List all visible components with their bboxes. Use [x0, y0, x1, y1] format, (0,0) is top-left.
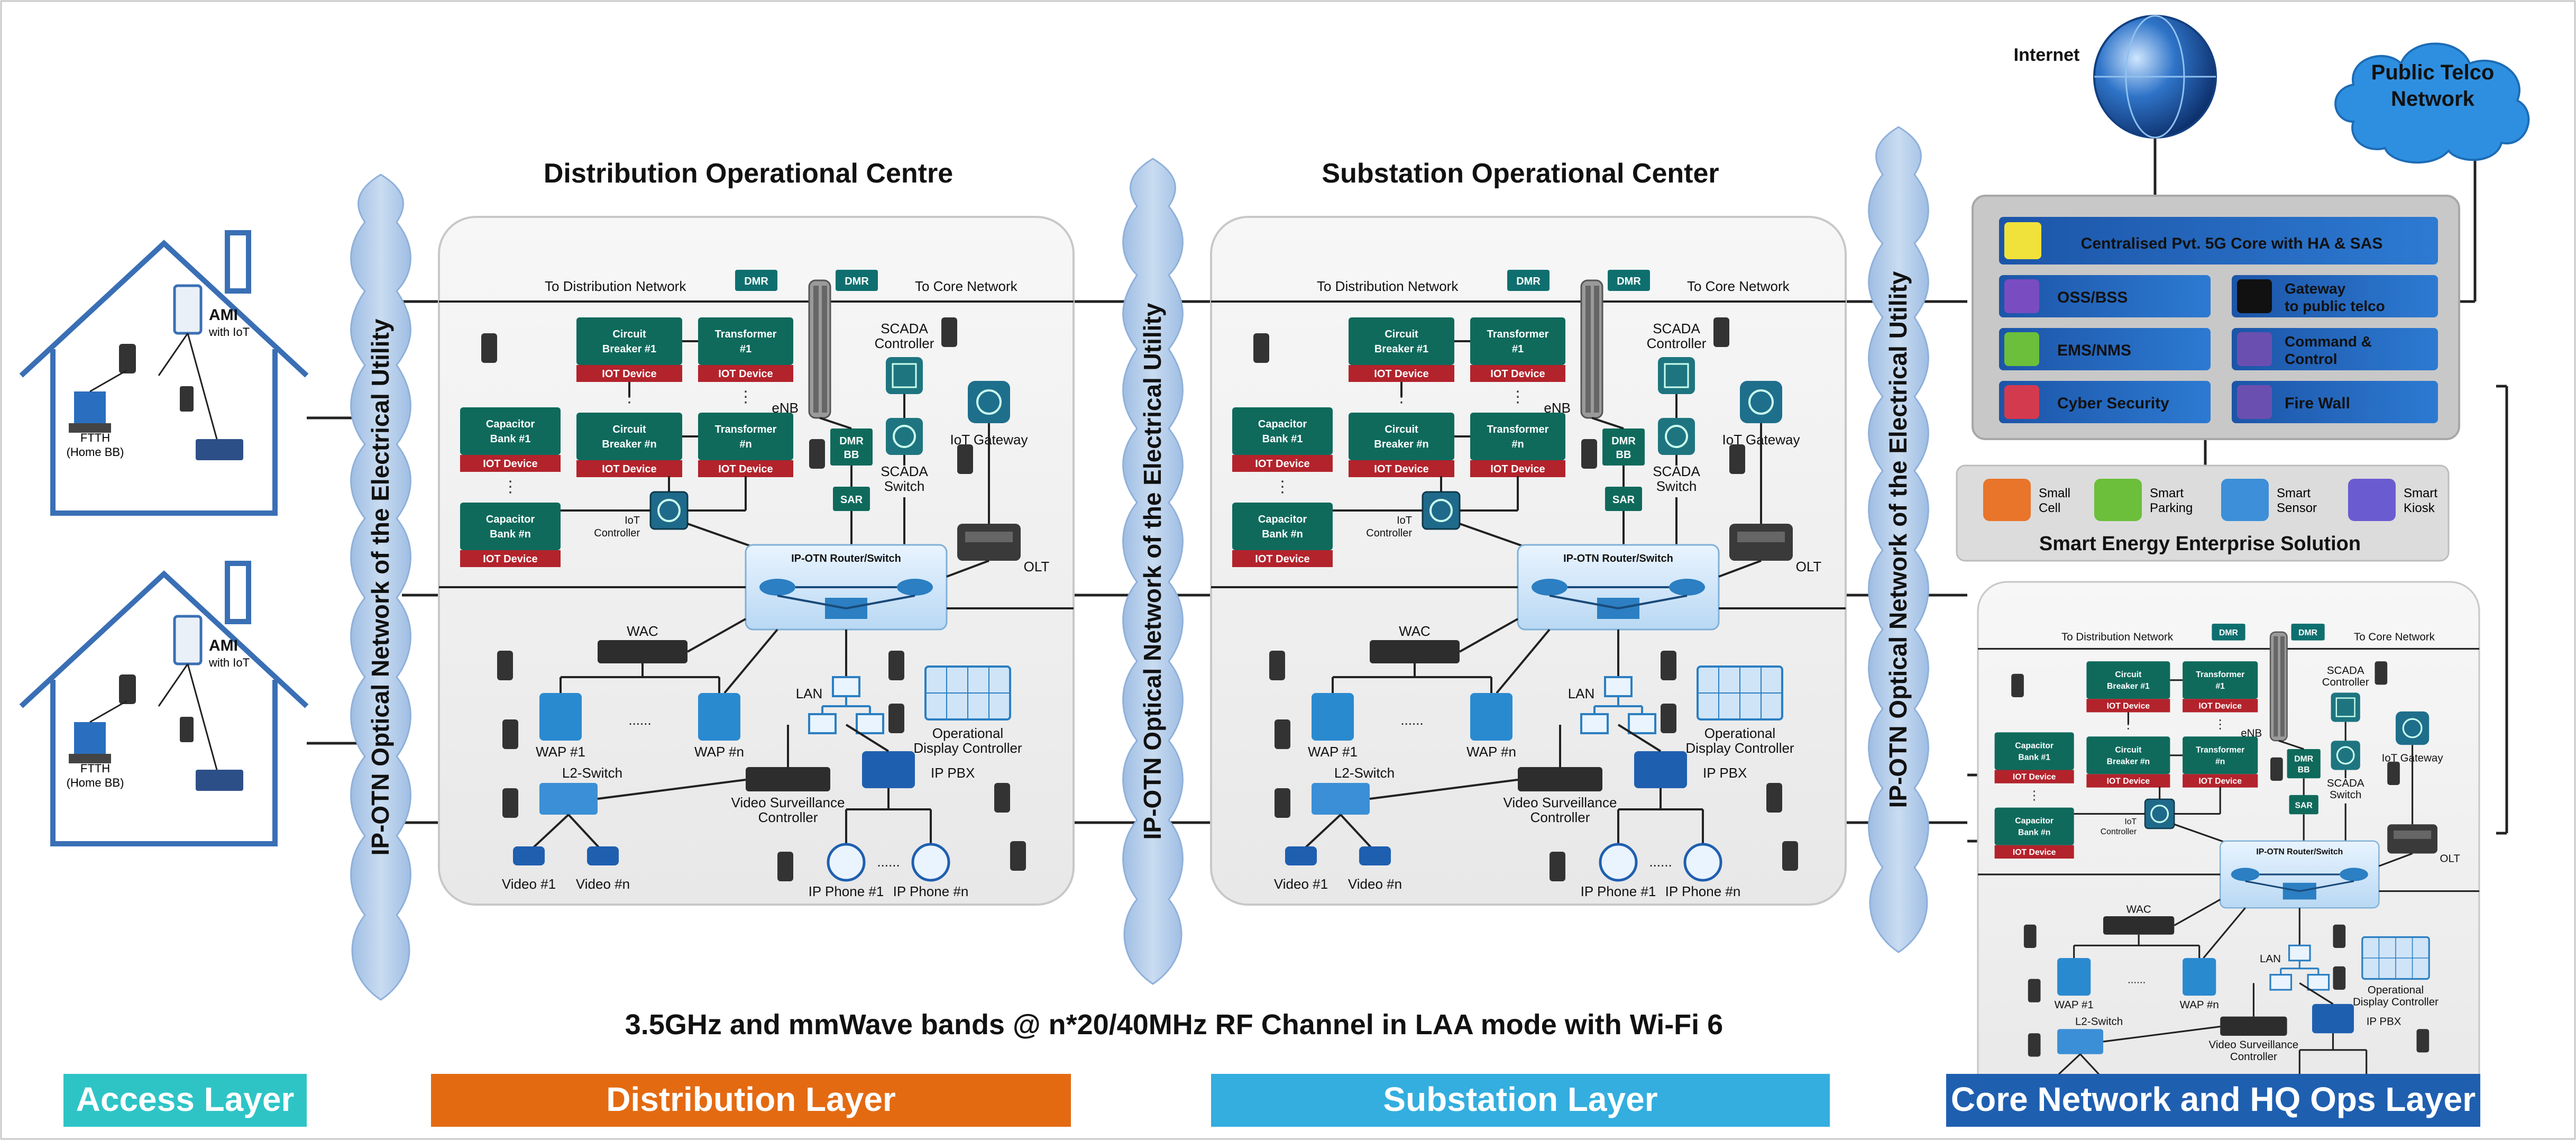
svg-text:with IoT: with IoT — [208, 656, 250, 669]
substation-centre-panel — [1211, 217, 1846, 905]
svg-text:Kiosk: Kiosk — [2404, 501, 2435, 515]
svg-text:Public Telco: Public Telco — [2371, 61, 2495, 84]
core-network-panel: Centralised Pvt. 5G Core with HA & SAS O… — [1972, 195, 2460, 440]
central-5g-core: Centralised Pvt. 5G Core with HA & SAS — [2081, 235, 2383, 252]
svg-text:IP-OTN Optical Network of the: IP-OTN Optical Network of the Electrical… — [366, 318, 394, 855]
smart-energy-panel: Small Cell Smart Parking Smart Sensor Sm… — [1956, 464, 2450, 562]
svg-text:IP-OTN Optical Network of the: IP-OTN Optical Network of the Electrical… — [1139, 303, 1166, 840]
subst-title: Substation Operational Center — [1322, 158, 1719, 189]
small-cell-icon — [1983, 479, 2031, 521]
svg-text:Smart: Smart — [2404, 486, 2437, 500]
svg-text:Network: Network — [2391, 87, 2475, 111]
svg-text:IP-OTN Optical Network of the: IP-OTN Optical Network of the Electrical… — [1884, 271, 1912, 808]
svg-text:Smart Energy Enterprise Soluti: Smart Energy Enterprise Solution — [2039, 533, 2361, 555]
dist-title: Distribution Operational Centre — [544, 158, 953, 189]
svg-text:OSS/BSS: OSS/BSS — [2057, 289, 2128, 306]
svg-text:Access Layer: Access Layer — [76, 1080, 295, 1118]
svg-text:Fire Wall: Fire Wall — [2285, 395, 2350, 412]
home-1: AMI with IoT FTTH (Home BB) — [21, 233, 307, 513]
svg-text:Control: Control — [2285, 351, 2337, 367]
smart-parking-icon — [2094, 479, 2142, 521]
svg-text:Substation Layer: Substation Layer — [1383, 1080, 1657, 1118]
svg-text:Gateway: Gateway — [2285, 280, 2346, 297]
svg-text:FTTH: FTTH — [80, 431, 110, 444]
public-telco-cloud-icon: Public Telco Network — [2334, 42, 2530, 164]
hq-ops-panel — [1977, 581, 2480, 1126]
layer-bar-access: Access Layer — [63, 1074, 307, 1127]
svg-text:(Home BB): (Home BB) — [67, 445, 124, 459]
svg-text:Core Network and HQ Ops Layer: Core Network and HQ Ops Layer — [1951, 1080, 2476, 1118]
svg-text:Cell: Cell — [2039, 501, 2060, 515]
ribbon-1: IP-OTN Optical Network of the Electrical… — [350, 174, 411, 1001]
svg-text:EMS/NMS: EMS/NMS — [2057, 342, 2131, 359]
svg-text:Parking: Parking — [2150, 501, 2193, 515]
layer-bar-core: Core Network and HQ Ops Layer — [1946, 1074, 2480, 1127]
svg-text:Small: Small — [2039, 486, 2070, 500]
svg-text:Distribution Layer: Distribution Layer — [606, 1080, 896, 1118]
ribbon-2: IP-OTN Optical Network of the Electrical… — [1122, 158, 1184, 985]
svg-text:Internet: Internet — [2014, 45, 2080, 65]
svg-text:FTTH: FTTH — [80, 762, 110, 775]
svg-text:AMI: AMI — [209, 637, 238, 654]
svg-text:Command &: Command & — [2285, 333, 2372, 350]
smart-kiosk-icon — [2348, 479, 2396, 521]
distribution-centre-panel — [439, 217, 1074, 905]
svg-text:Sensor: Sensor — [2277, 501, 2317, 515]
internet-globe-icon: Internet — [2014, 15, 2217, 139]
rf-caption: 3.5GHz and mmWave bands @ n*20/40MHz RF … — [625, 1009, 1723, 1041]
svg-text:Smart: Smart — [2277, 486, 2311, 500]
layer-bar-distribution: Distribution Layer — [431, 1074, 1071, 1127]
svg-text:Smart: Smart — [2150, 486, 2184, 500]
svg-text:with IoT: with IoT — [208, 325, 250, 339]
ribbon-3: IP-OTN Optical Network of the Electrical… — [1868, 126, 1929, 953]
home-2: AMI with IoT FTTH (Home BB) — [21, 563, 307, 844]
layer-bar-substation: Substation Layer — [1211, 1074, 1830, 1127]
svg-text:to public telco: to public telco — [2285, 298, 2385, 314]
svg-text:(Home BB): (Home BB) — [67, 776, 124, 789]
smart-sensor-icon — [2221, 479, 2269, 521]
svg-text:Cyber Security: Cyber Security — [2057, 395, 2169, 412]
ami-label: AMI — [209, 306, 238, 324]
